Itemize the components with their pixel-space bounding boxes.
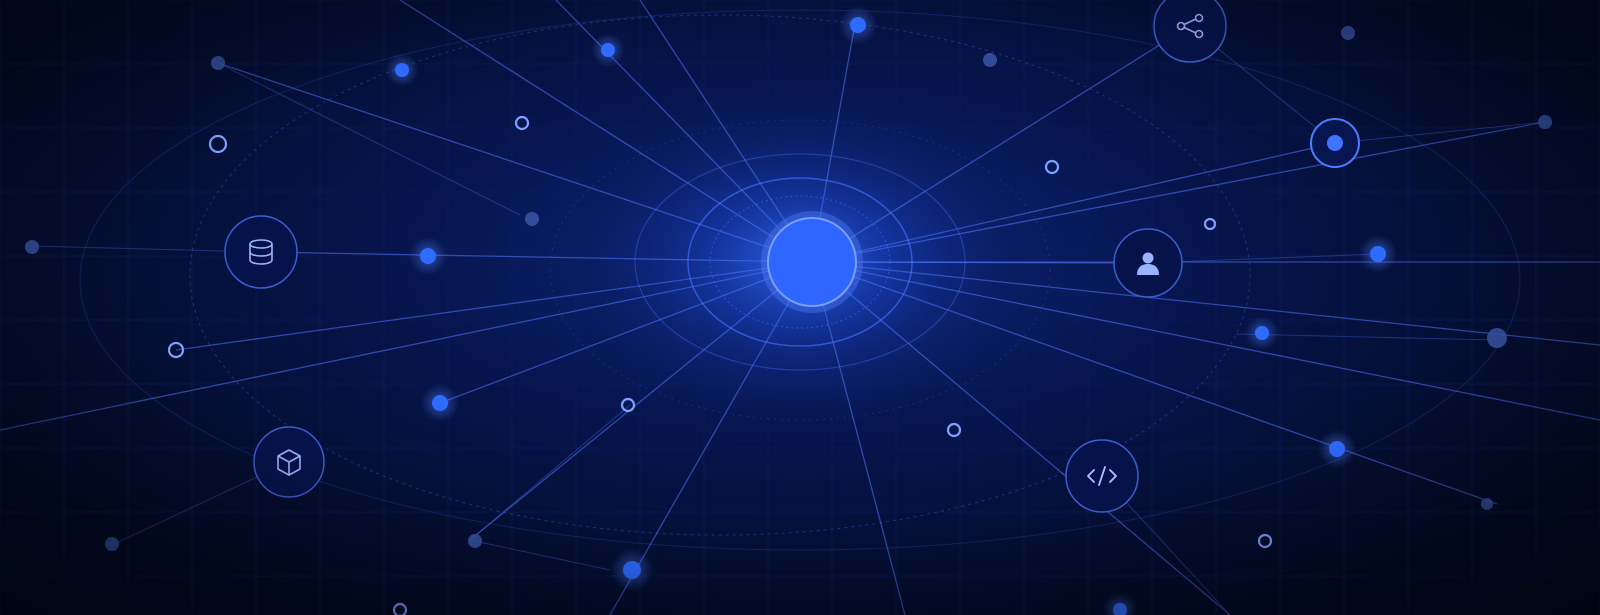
cube-icon-node[interactable]: [253, 426, 325, 498]
network-dot: [1044, 159, 1060, 175]
network-dot: [1203, 217, 1217, 231]
user-icon-node[interactable]: [1113, 228, 1183, 298]
network-dot: [408, 236, 448, 276]
network-dot: [105, 537, 119, 551]
network-dot: [468, 534, 482, 548]
network-dot: [1317, 429, 1357, 469]
network-dot: [1257, 533, 1273, 549]
network-dot: [1538, 115, 1552, 129]
network-dot: [620, 397, 636, 413]
network-dot: [946, 422, 962, 438]
connection-line: [469, 404, 631, 541]
network-dot: [525, 212, 539, 226]
network-dot: [1245, 316, 1279, 350]
share-icon-node[interactable]: [1153, 0, 1227, 63]
network-dot: [1103, 593, 1137, 615]
network-dot: [983, 53, 997, 67]
network-dot: [25, 240, 39, 254]
network-dot: [610, 548, 654, 592]
network-dot: [591, 33, 625, 67]
network-dot: [420, 383, 460, 423]
central-hub[interactable]: [761, 211, 863, 313]
target-node[interactable]: [1310, 118, 1360, 168]
connection-line: [811, 261, 1231, 615]
network-dot: [1487, 328, 1507, 348]
network-dot: [838, 5, 878, 45]
code-icon-node[interactable]: [1065, 439, 1139, 513]
network-dot: [211, 56, 225, 70]
target-icon: [1327, 135, 1343, 151]
network-dot: [1341, 26, 1355, 40]
network-dot: [385, 53, 419, 87]
network-dot: [1481, 498, 1493, 510]
network-dot: [208, 134, 228, 154]
database-icon-node[interactable]: [224, 215, 298, 289]
connection-line: [1334, 121, 1546, 144]
network-dot: [1358, 234, 1398, 274]
network-dot: [392, 602, 408, 615]
connection-line: [469, 539, 611, 571]
network-dot: [514, 115, 530, 131]
